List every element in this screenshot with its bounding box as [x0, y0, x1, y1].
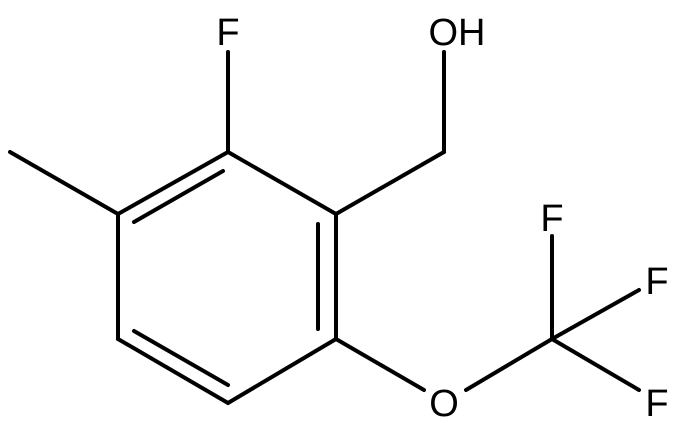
ring-bond-c6-c1	[226, 150, 338, 216]
hydroxyl-label: OH	[429, 12, 486, 54]
bond-ring-to-ch2	[334, 150, 446, 216]
ring-bond-c1-c2	[116, 150, 230, 216]
ring-bond-c1-c2-inner	[132, 169, 225, 224]
ring-bond-c3-c4	[116, 337, 230, 405]
cf3-fluorine-bottom-label: F	[645, 383, 668, 425]
bond-ring-to-ether-oxygen	[334, 337, 426, 392]
fluorine-ring-label: F	[216, 12, 239, 54]
ether-oxygen-label: O	[429, 383, 459, 425]
ring-bond-c4-c5	[226, 337, 338, 405]
cf3-fluorine-right-label: F	[645, 261, 668, 303]
cf3-fluorine-top-label: F	[540, 198, 563, 240]
bond-cf3-to-fluorine-bottom	[550, 337, 641, 392]
bond-ether-oxygen-to-cf3	[464, 337, 554, 392]
bond-cf3-to-fluorine-right	[550, 288, 641, 341]
bond-ring-to-methyl	[8, 150, 120, 216]
ring-bond-c3-c4-inner	[132, 329, 230, 387]
